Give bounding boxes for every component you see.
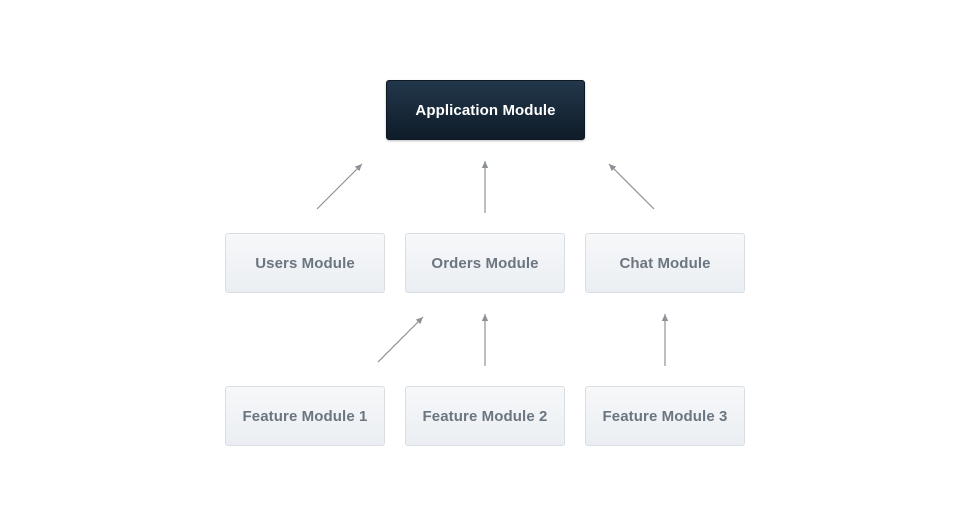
feature-module-3-label: Feature Module 3 [602,407,728,425]
arrow-users-to-application [316,163,363,210]
feature-module-1-node: Feature Module 1 [225,386,385,446]
users-module-node: Users Module [225,233,385,293]
arrow-feature1-to-orders [377,316,424,363]
arrow-chat-to-application [608,163,655,210]
feature-module-3-node: Feature Module 3 [585,386,745,446]
chat-module-label: Chat Module [619,254,711,272]
orders-module-node: Orders Module [405,233,565,293]
feature-module-2-label: Feature Module 2 [422,407,548,425]
feature-module-1-label: Feature Module 1 [242,407,368,425]
chat-module-node: Chat Module [585,233,745,293]
orders-module-label: Orders Module [431,254,539,272]
users-module-label: Users Module [255,254,355,272]
application-module-label: Application Module [415,101,556,119]
application-module-node: Application Module [386,80,585,140]
feature-module-2-node: Feature Module 2 [405,386,565,446]
